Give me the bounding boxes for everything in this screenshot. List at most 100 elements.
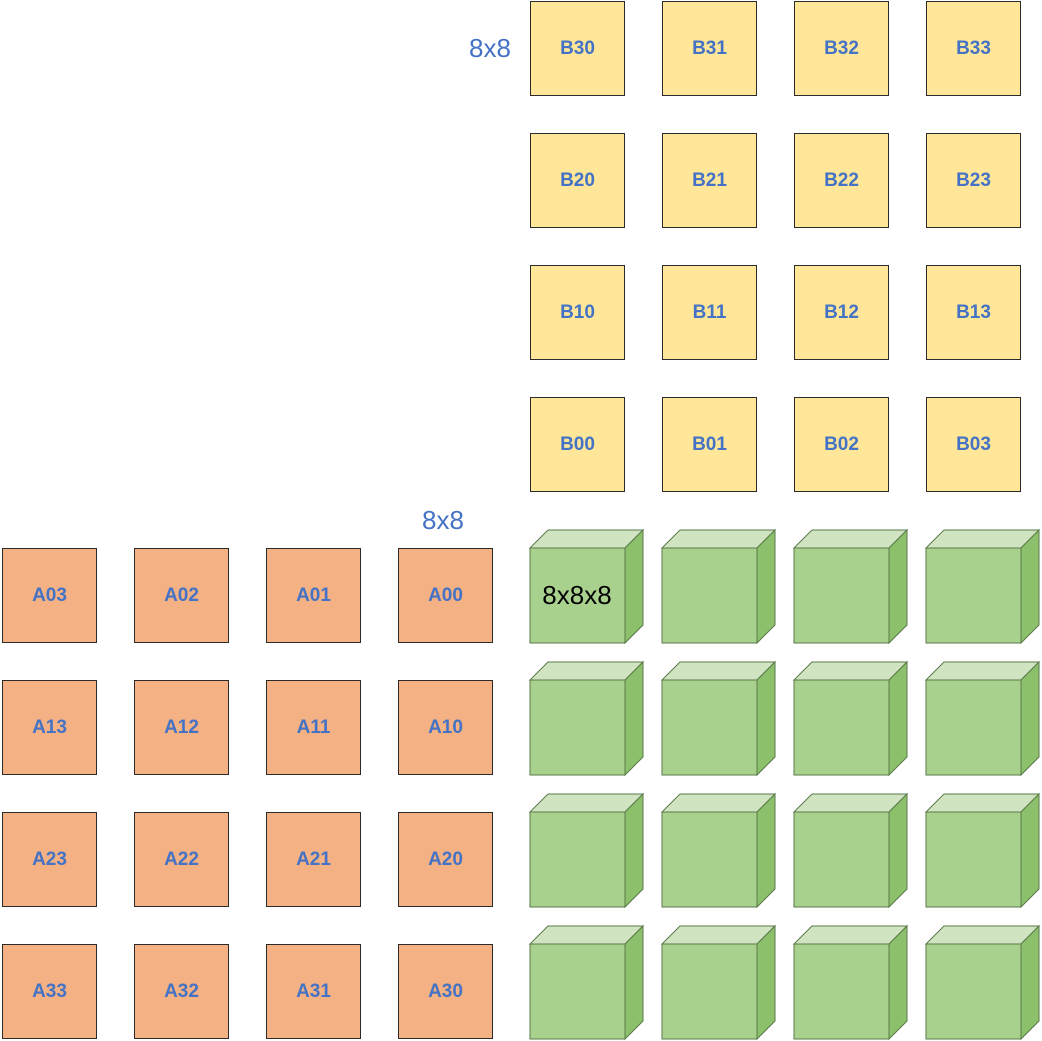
a-tile: A22	[134, 812, 229, 907]
result-cube	[924, 792, 1041, 909]
b-tile: B10	[530, 265, 625, 360]
cube-top-face	[528, 529, 645, 549]
result-cube	[792, 660, 909, 777]
cube-front-face	[925, 811, 1022, 908]
cube-top-face	[924, 793, 1041, 813]
cube-side-face	[1020, 528, 1040, 645]
cube-top-face	[660, 529, 777, 549]
cube-side-face	[756, 924, 776, 1041]
cube-side-face	[624, 792, 644, 909]
cube-front-face	[529, 679, 626, 776]
b-tile: B20	[530, 133, 625, 228]
cube-front-face	[793, 547, 890, 644]
cube-side-face	[888, 528, 908, 645]
a-tile: A11	[266, 680, 361, 775]
result-cube	[924, 924, 1041, 1041]
cube-front-face	[661, 811, 758, 908]
a-tile: A31	[266, 944, 361, 1039]
cube-top-face	[660, 925, 777, 945]
result-cube	[528, 924, 645, 1041]
a-tile: A10	[398, 680, 493, 775]
cube-front-face	[793, 811, 890, 908]
cube-top-face	[660, 661, 777, 681]
b-tile: B13	[926, 265, 1021, 360]
a-tile: A23	[2, 812, 97, 907]
cube-top-face	[528, 661, 645, 681]
a-tile: A33	[2, 944, 97, 1039]
b-tile: B23	[926, 133, 1021, 228]
cube-side-face	[888, 792, 908, 909]
cube-side-face	[888, 660, 908, 777]
a-tile: A12	[134, 680, 229, 775]
result-cube	[924, 528, 1041, 645]
cube-front-face	[661, 943, 758, 1040]
result-cube	[792, 924, 909, 1041]
a-tile: A30	[398, 944, 493, 1039]
cube-top-face	[924, 661, 1041, 681]
cube-front-face	[661, 547, 758, 644]
cube-front-face	[925, 679, 1022, 776]
cube-side-face	[756, 660, 776, 777]
a-tile: A13	[2, 680, 97, 775]
b-tile: B02	[794, 397, 889, 492]
cube-top-face	[924, 529, 1041, 549]
b-tile: B11	[662, 265, 757, 360]
cube-front-face	[529, 943, 626, 1040]
b-tile: B03	[926, 397, 1021, 492]
cube-front-face	[793, 679, 890, 776]
b-tile: B31	[662, 1, 757, 96]
a-tile: A02	[134, 548, 229, 643]
cube-front-face	[925, 943, 1022, 1040]
a-tile: A20	[398, 812, 493, 907]
cube-side-face	[1020, 924, 1040, 1041]
result-cube	[660, 528, 777, 645]
b-tile: B33	[926, 1, 1021, 96]
b-tile: B21	[662, 133, 757, 228]
a-tile: A32	[134, 944, 229, 1039]
cube-side-face	[756, 528, 776, 645]
cube-side-face	[624, 528, 644, 645]
a-tile: A03	[2, 548, 97, 643]
result-cube	[660, 660, 777, 777]
a-tile: A00	[398, 548, 493, 643]
cube-side-face	[624, 660, 644, 777]
cube-top-face	[924, 925, 1041, 945]
b-matrix-label: 8x8	[469, 33, 511, 63]
result-cube	[528, 792, 645, 909]
b-tile: B00	[530, 397, 625, 492]
cube-front-face	[925, 547, 1022, 644]
result-cube	[792, 528, 909, 645]
a-tile: A21	[266, 812, 361, 907]
cube-dim-label: 8x8x8	[542, 580, 611, 610]
cube-side-face	[624, 924, 644, 1041]
cube-top-face	[792, 793, 909, 813]
cube-front-face	[661, 679, 758, 776]
result-cube	[660, 792, 777, 909]
result-cube	[924, 660, 1041, 777]
cube-top-face	[792, 661, 909, 681]
cube-top-face	[792, 529, 909, 549]
b-tile: B12	[794, 265, 889, 360]
result-cube	[792, 792, 909, 909]
cube-front-face	[529, 547, 626, 644]
b-tile: B01	[662, 397, 757, 492]
cube-top-face	[792, 925, 909, 945]
a-matrix-label: 8x8	[422, 505, 464, 535]
cube-front-face	[793, 943, 890, 1040]
cube-top-face	[660, 793, 777, 813]
cube-top-face	[528, 925, 645, 945]
result-cube	[660, 924, 777, 1041]
cube-side-face	[1020, 792, 1040, 909]
cube-side-face	[1020, 660, 1040, 777]
cube-side-face	[888, 924, 908, 1041]
cube-front-face	[529, 811, 626, 908]
b-tile: B32	[794, 1, 889, 96]
result-cube	[528, 528, 645, 645]
cube-side-face	[756, 792, 776, 909]
a-tile: A01	[266, 548, 361, 643]
cube-top-face	[528, 793, 645, 813]
b-tile: B30	[530, 1, 625, 96]
b-tile: B22	[794, 133, 889, 228]
